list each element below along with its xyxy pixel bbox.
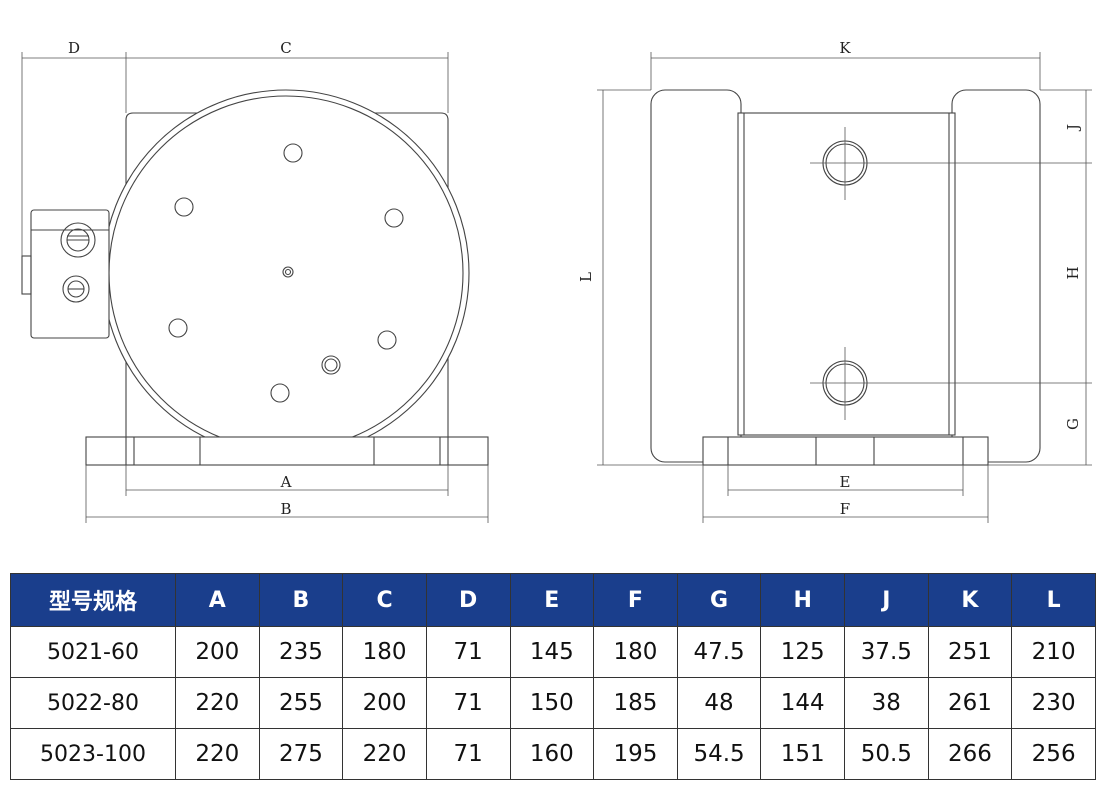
table-row: 5022-80 220 255 200 71 150 185 48 144 38… [10, 677, 1096, 729]
terminal-box-tab [21, 255, 32, 295]
table-cell: 71 [425, 728, 511, 780]
model-cell: 5021-60 [10, 626, 176, 678]
table-cell: 38 [844, 677, 929, 729]
center-hole-outer [282, 266, 294, 278]
table-cell: 235 [258, 626, 344, 678]
header-model: 型号规格 [10, 573, 176, 627]
dim-label-l: L [577, 272, 595, 282]
model-cell: 5023-100 [10, 728, 176, 780]
table-cell: 180 [593, 626, 678, 678]
table-cell: 251 [927, 626, 1013, 678]
header-c: C [342, 573, 427, 627]
table-cell: 185 [593, 677, 678, 729]
table-cell: 266 [927, 728, 1013, 780]
header-j: J [844, 573, 929, 627]
table-cell: 50.5 [844, 728, 929, 780]
dim-label-k: K [839, 39, 851, 57]
table-cell: 160 [509, 728, 595, 780]
table-cell: 47.5 [676, 626, 762, 678]
header-f: F [593, 573, 678, 627]
table-cell: 220 [175, 728, 260, 780]
small-plug-inner [324, 358, 338, 372]
table-cell: 71 [425, 677, 511, 729]
bolt-hole [168, 318, 188, 338]
table-cell: 261 [927, 677, 1013, 729]
table-cell: 220 [175, 677, 260, 729]
table-row: 5021-60 200 235 180 71 145 180 47.5 125 … [10, 626, 1096, 678]
center-lines [810, 127, 1092, 420]
dim-label-b: B [280, 500, 291, 518]
spec-table: 型号规格 A B C D E F G H J K L 5021-60 200 2… [10, 573, 1096, 780]
bolt-hole [174, 197, 194, 217]
bolt-hole [270, 383, 290, 403]
header-l: L [1011, 573, 1096, 627]
header-h: H [760, 573, 845, 627]
table-cell: 275 [258, 728, 344, 780]
dim-label-h: H [1064, 266, 1082, 279]
front-dimension-lines [21, 52, 489, 523]
front-view [21, 89, 489, 466]
side-dimension-lines [597, 52, 1092, 523]
dim-label-c: C [280, 39, 291, 57]
header-d: D [425, 573, 511, 627]
dim-label-g: G [1064, 418, 1082, 430]
dim-label-f: F [840, 500, 850, 518]
front-base-plate [85, 436, 489, 466]
table-cell: 150 [509, 677, 595, 729]
header-k: K [927, 573, 1013, 627]
table-cell: 54.5 [676, 728, 762, 780]
cable-gland-small-outer [62, 275, 90, 303]
table-cell: 180 [342, 626, 427, 678]
side-view [650, 89, 1041, 466]
side-base-plate [702, 436, 989, 466]
cable-gland-outer [60, 222, 96, 258]
table-cell: 71 [425, 626, 511, 678]
bolt-hole [384, 208, 404, 228]
bolt-hole [283, 143, 303, 163]
table-cell: 145 [509, 626, 595, 678]
table-cell: 125 [760, 626, 845, 678]
header-a: A [175, 573, 260, 627]
header-e: E [509, 573, 595, 627]
technical-drawing: D C A B [21, 39, 1092, 523]
front-housing [125, 112, 449, 438]
center-hole-inner [284, 268, 292, 276]
table-cell: 48 [676, 677, 762, 729]
right-end-cap [951, 89, 1041, 463]
table-cell: 37.5 [844, 626, 929, 678]
small-plug-outer [321, 355, 341, 375]
table-cell: 230 [1011, 677, 1096, 729]
dim-label-a: A [280, 473, 292, 491]
table-cell: 220 [342, 728, 427, 780]
table-cell: 144 [760, 677, 845, 729]
model-cell: 5022-80 [10, 677, 176, 729]
dim-label-d: D [68, 39, 80, 57]
dim-label-e: E [840, 473, 851, 491]
terminal-box [30, 209, 110, 339]
table-cell: 255 [258, 677, 344, 729]
table-cell: 256 [1011, 728, 1096, 780]
table-cell: 200 [342, 677, 427, 729]
bolt-hole [377, 330, 397, 350]
dim-label-j: J [1064, 124, 1082, 132]
table-row: 5023-100 220 275 220 71 160 195 54.5 151… [10, 728, 1096, 780]
left-end-cap [650, 89, 742, 463]
header-g: G [676, 573, 762, 627]
table-cell: 210 [1011, 626, 1096, 678]
header-b: B [258, 573, 344, 627]
table-cell: 151 [760, 728, 845, 780]
spec-table-header: 型号规格 A B C D E F G H J K L [10, 573, 1096, 627]
table-cell: 195 [593, 728, 678, 780]
table-cell: 200 [175, 626, 260, 678]
